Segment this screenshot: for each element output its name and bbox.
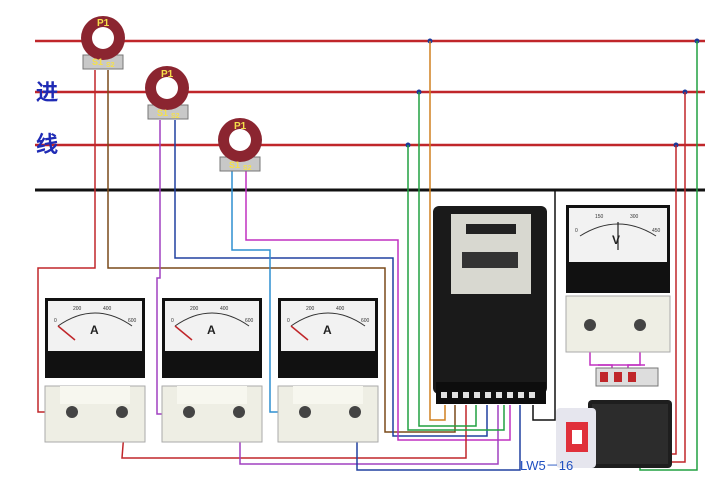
ammeter3-scale-600: 600 bbox=[361, 318, 370, 324]
incoming-line-label-char2: 线 bbox=[36, 132, 58, 158]
ct1-s2-label: S2 bbox=[106, 62, 115, 69]
wire-phase-c-tap bbox=[407, 145, 505, 431]
wire-neutral-meter bbox=[532, 190, 556, 421]
energy-meter bbox=[433, 206, 547, 404]
ammeter2-scale-200: 200 bbox=[190, 306, 199, 312]
wire-ct2-s2 bbox=[174, 120, 488, 437]
voltmeter-unit: V bbox=[612, 233, 620, 247]
wire-ct1-s2 bbox=[107, 70, 456, 433]
ammeter1-scale-400: 400 bbox=[103, 306, 112, 312]
ammeter2-unit: A bbox=[207, 323, 216, 337]
voltmeter-scale-450: 450 bbox=[652, 228, 661, 234]
ammeter-2: 0 200 400 600 A bbox=[161, 298, 263, 443]
wire-phase-b-tap bbox=[418, 92, 477, 427]
current-transformer-2: P1 S1 S2 bbox=[145, 66, 189, 120]
switch-model-label: LW5－16 bbox=[520, 458, 573, 473]
ct3-s1-label: S1 bbox=[229, 160, 240, 170]
ammeter3-scale-200: 200 bbox=[306, 306, 315, 312]
ammeter3-unit: A bbox=[323, 323, 332, 337]
incoming-line-label-char1: 进 bbox=[36, 80, 58, 106]
ct2-s2-label: S2 bbox=[171, 113, 180, 120]
ammeter1-scale-0: 0 bbox=[54, 318, 57, 324]
ct1-p1-label: P1 bbox=[97, 18, 110, 29]
voltmeter-scale-150: 150 bbox=[595, 214, 604, 220]
ct3-s2-label: S2 bbox=[243, 165, 252, 172]
wire-ct3-s2 bbox=[245, 170, 511, 441]
ammeter2-scale-600: 600 bbox=[245, 318, 254, 324]
voltmeter-scale-0: 0 bbox=[575, 228, 578, 234]
voltmeter: 0 150 300 450 V bbox=[565, 205, 671, 353]
voltmeter-scale-300: 300 bbox=[630, 214, 639, 220]
rotary-switch: LW5－16 bbox=[520, 367, 672, 473]
ammeter-3: 0 200 400 600 A bbox=[277, 298, 379, 443]
ammeter1-scale-200: 200 bbox=[73, 306, 82, 312]
ct1-s1-label: S1 bbox=[92, 57, 103, 67]
ammeter3-scale-0: 0 bbox=[287, 318, 290, 324]
ammeter2-scale-0: 0 bbox=[171, 318, 174, 324]
current-transformer-1: P1 S1 S2 bbox=[81, 16, 125, 70]
ct3-p1-label: P1 bbox=[234, 121, 247, 132]
ammeter-1: 0 200 400 600 A bbox=[44, 298, 146, 443]
wire-ammeter3-return bbox=[356, 405, 521, 471]
ammeter1-unit: A bbox=[90, 323, 99, 337]
ammeter2-scale-400: 400 bbox=[220, 306, 229, 312]
ammeter3-scale-400: 400 bbox=[336, 306, 345, 312]
ct2-s1-label: S1 bbox=[157, 108, 168, 118]
ammeter1-scale-600: 600 bbox=[128, 318, 137, 324]
ct2-p1-label: P1 bbox=[161, 69, 174, 80]
wire-phase-a-tap bbox=[429, 41, 446, 421]
current-transformer-3: P1 S1 S2 bbox=[218, 118, 262, 172]
